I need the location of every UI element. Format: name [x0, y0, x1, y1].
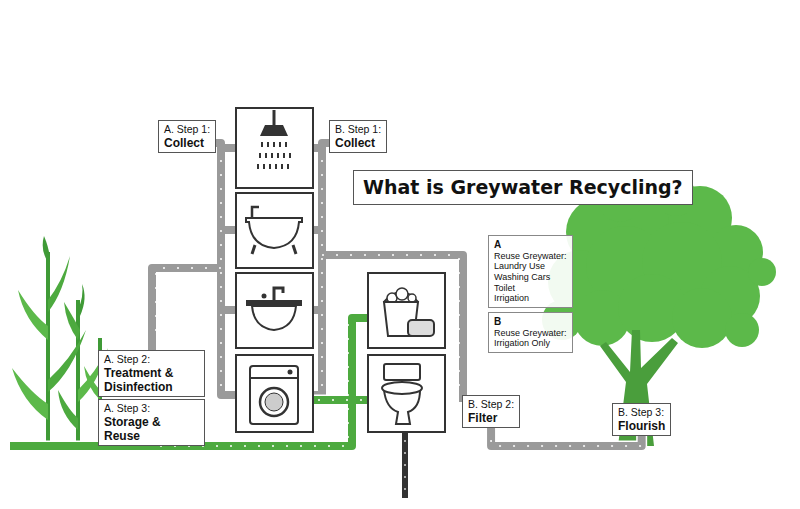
machine-knob	[288, 370, 293, 375]
node-text: B. Step 1:	[335, 123, 381, 136]
step-box: A. Step 3:Storage & Reuse	[98, 399, 205, 446]
node-text: B. Step 2:	[468, 398, 514, 411]
icon-box	[236, 193, 313, 268]
drain-pipe	[402, 430, 408, 498]
icon-box	[368, 273, 445, 348]
shower-icon	[236, 108, 313, 188]
plant-leaf	[12, 368, 48, 420]
toilet-seat	[382, 382, 422, 394]
machine-panel	[250, 377, 298, 379]
step-box: A. Step 2:Treatment & Disinfection	[98, 350, 205, 397]
water-drops	[258, 142, 290, 169]
bathtub-icon	[236, 193, 313, 268]
node-heading: A	[494, 239, 567, 251]
icon-box	[236, 108, 313, 188]
toilet-tank	[384, 364, 420, 380]
icon-box	[236, 273, 313, 348]
step-box: B. Step 1:Collect	[329, 120, 387, 153]
recycled-pipe	[10, 318, 372, 446]
leaf-cluster	[672, 288, 732, 348]
sponge	[408, 320, 434, 336]
node-text: Irrigation	[494, 293, 567, 304]
tree	[542, 176, 776, 446]
step-box: A. Step 1:Collect	[158, 120, 216, 153]
leaf-cluster	[748, 258, 776, 286]
node-heading: Flourish	[618, 419, 665, 433]
tree-trunk	[600, 330, 678, 446]
icon-box	[236, 355, 313, 432]
flow-marks	[404, 440, 405, 496]
node-heading: B	[494, 316, 567, 328]
bathtub-feet	[252, 245, 296, 254]
plant-leaf	[58, 390, 78, 430]
toilet-bowl	[384, 390, 420, 424]
machine-body	[250, 366, 298, 424]
node-text: Washing Cars	[494, 272, 567, 283]
plant-leaf	[64, 302, 80, 340]
sink-tap	[274, 288, 283, 300]
plant-leaf	[48, 256, 70, 312]
sink-icon	[236, 273, 313, 348]
sink-handle	[262, 294, 267, 299]
soap-bubble	[408, 294, 416, 302]
node-heading: Storage & Reuse	[104, 415, 199, 444]
node-text: A. Step 3:	[104, 402, 199, 415]
pipe-outline	[10, 318, 372, 446]
node-heading: Treatment & Disinfection	[104, 366, 199, 395]
node-text: A. Step 1:	[164, 123, 210, 136]
machine-door	[260, 388, 288, 416]
recycled-water-pipes	[10, 318, 372, 446]
node-text: Reuse Greywater:	[494, 251, 567, 262]
bucket-icon	[368, 273, 445, 348]
node-text: B. Step 3:	[618, 406, 665, 419]
plant-leaf	[43, 236, 50, 262]
sink-basin	[252, 306, 296, 330]
plant-leaf	[48, 330, 86, 392]
leaf-cluster	[725, 313, 759, 347]
node-heading: Collect	[164, 136, 210, 150]
node-text: Irrigation Only	[494, 338, 567, 349]
corn-plants	[12, 236, 108, 446]
bathtub-tap	[252, 207, 259, 218]
bathtub	[246, 218, 302, 248]
node-text: A. Step 2:	[104, 353, 199, 366]
shower-pipe	[273, 110, 276, 125]
shower-head	[260, 125, 288, 136]
node-heading: Filter	[468, 411, 514, 425]
node-heading: Collect	[335, 136, 381, 150]
washing-machine-icon	[236, 355, 313, 432]
step-box: B. Step 2:Filter	[462, 395, 520, 428]
icon-box	[368, 355, 445, 432]
reuse-box: BReuse Greywater:Irrigation Only	[488, 312, 573, 353]
node-text: Toilet	[494, 283, 567, 294]
reuse-box: AReuse Greywater:Laundry UseWashing Cars…	[488, 235, 573, 308]
soap-bubble	[396, 288, 408, 300]
toilet-icon	[368, 355, 445, 432]
step-box: B. Step 3:Flourish	[612, 403, 671, 436]
plant-leaf	[78, 284, 85, 316]
node-text: Reuse Greywater:	[494, 328, 567, 339]
plant-leaf	[18, 290, 48, 340]
diagram-title: What is Greywater Recycling?	[353, 170, 693, 205]
machine-window	[265, 393, 283, 411]
plant-stalk	[48, 252, 100, 446]
node-text: Laundry Use	[494, 261, 567, 272]
